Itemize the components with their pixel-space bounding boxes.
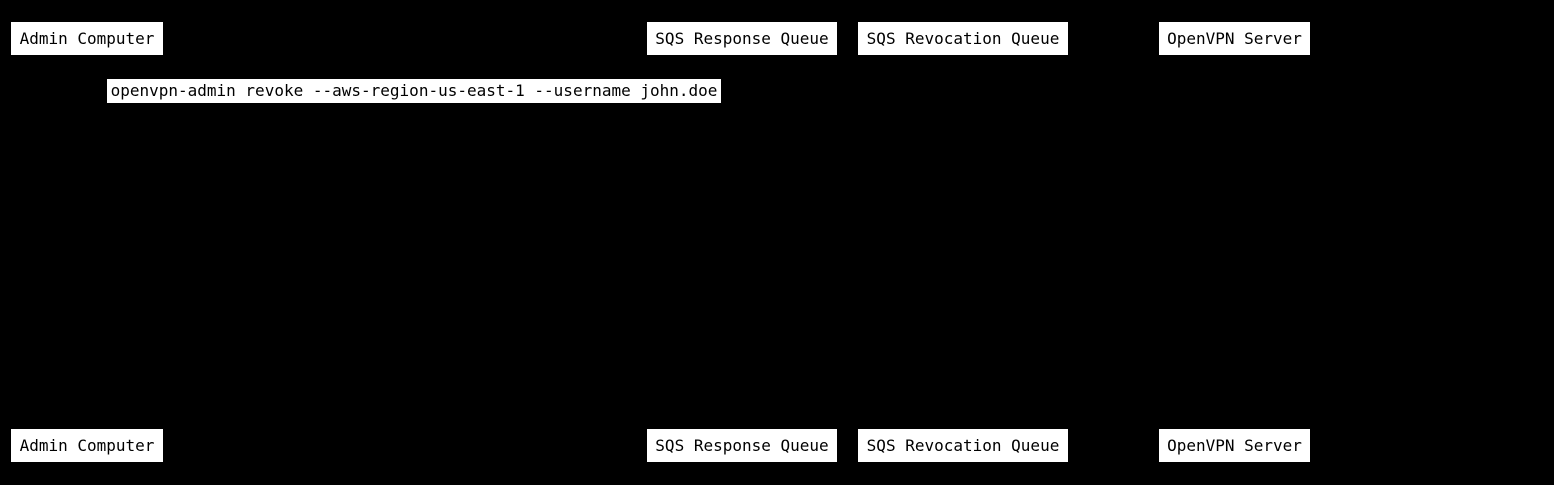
participant-top-sqs-response-queue: SQS Response Queue <box>646 21 838 56</box>
participant-top-admin-computer: Admin Computer <box>10 21 164 56</box>
sequence-message-revoke-command: openvpn-admin revoke --aws-region-us-eas… <box>106 78 722 104</box>
participant-bottom-admin-computer: Admin Computer <box>10 428 164 463</box>
participant-bottom-sqs-revocation-queue: SQS Revocation Queue <box>857 428 1069 463</box>
participant-bottom-openvpn-server: OpenVPN Server <box>1158 428 1311 463</box>
participant-top-sqs-revocation-queue: SQS Revocation Queue <box>857 21 1069 56</box>
participant-top-openvpn-server: OpenVPN Server <box>1158 21 1311 56</box>
participant-bottom-sqs-response-queue: SQS Response Queue <box>646 428 838 463</box>
